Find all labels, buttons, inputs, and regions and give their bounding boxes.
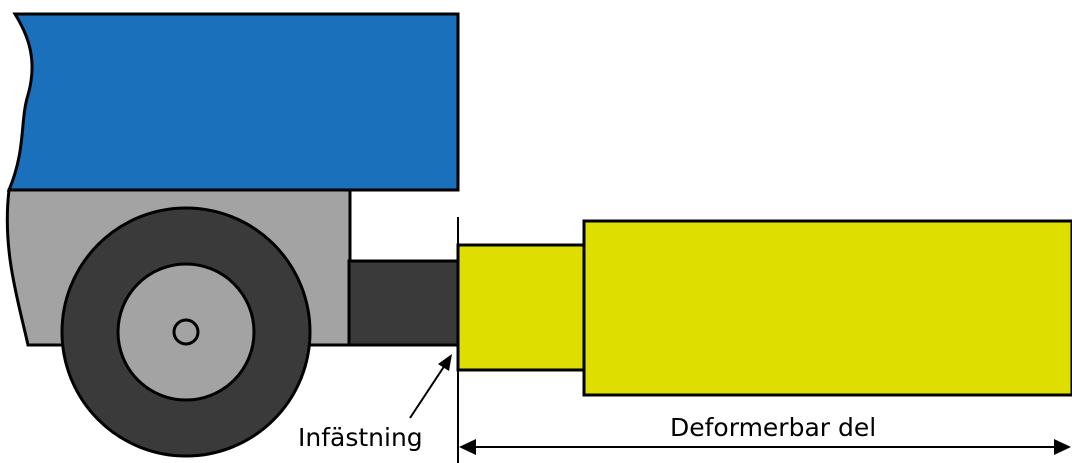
attachment-label: Infästning <box>298 423 423 452</box>
deformable-segment-small <box>456 243 586 372</box>
dimension-arrow-icon <box>459 439 1071 455</box>
rear-wheel <box>60 206 312 458</box>
mount-block <box>347 259 460 347</box>
truck-body <box>6 12 460 192</box>
leader-arrow-icon <box>409 354 452 419</box>
wheel-axle <box>172 318 200 346</box>
deformable-part-label: Deformerbar del <box>670 413 876 442</box>
deformable-segment-large <box>582 219 1072 397</box>
